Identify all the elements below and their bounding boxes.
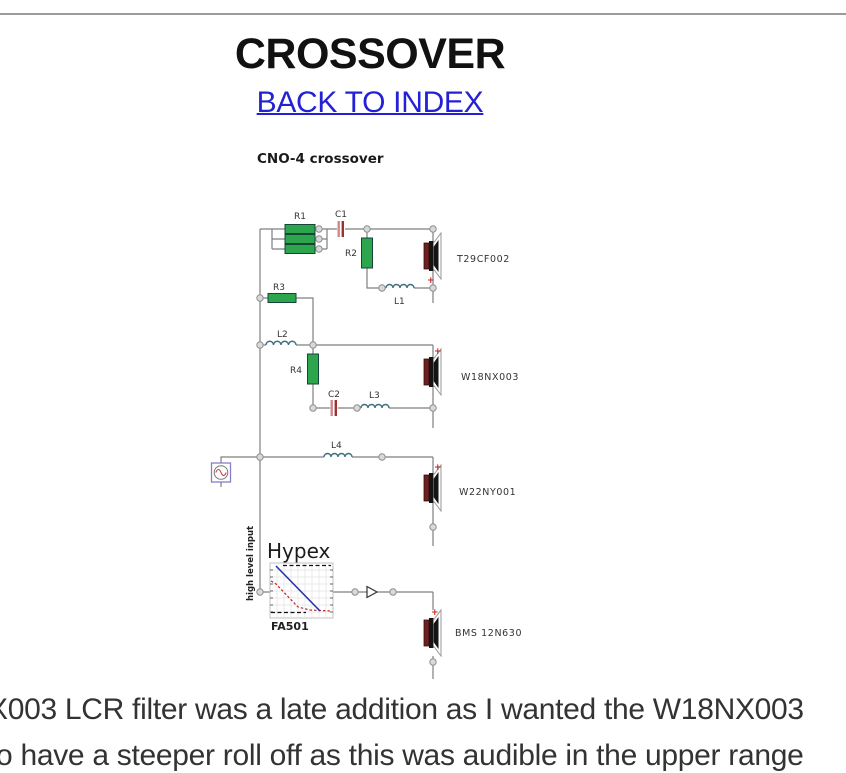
label-midrange: W18NX003 — [461, 372, 519, 383]
page-title: CROSSOVER — [234, 30, 506, 78]
buffer-triangle-icon — [366, 585, 379, 599]
body-paragraph-line-1: X003 LCR filter was a late addition as I… — [0, 693, 804, 726]
ground-source-icon — [216, 487, 226, 491]
ground-woofer-icon — [427, 546, 439, 551]
ground-tweeter-icon — [427, 303, 439, 308]
label-l1: L1 — [394, 297, 405, 307]
ground-midrange-icon — [427, 428, 439, 433]
label-c2: C2 — [328, 390, 340, 400]
resistor-r3 — [267, 293, 297, 303]
polarity-midrange: + — [434, 347, 442, 357]
header-divider — [0, 13, 846, 15]
ac-source-icon — [210, 462, 232, 483]
label-r3: R3 — [273, 283, 285, 293]
inductor-l4 — [323, 452, 353, 458]
label-woofer: W22NY001 — [459, 487, 516, 498]
label-c1: C1 — [335, 210, 347, 220]
resistor-r1 — [284, 224, 316, 254]
inductor-l1 — [385, 283, 415, 289]
back-to-index-link[interactable]: BACK TO INDEX — [256, 86, 484, 119]
polarity-woofer: + — [434, 463, 442, 473]
label-tweeter: T29CF002 — [456, 254, 510, 265]
inductor-l2 — [265, 340, 297, 346]
schematic-wires — [220, 228, 434, 679]
diagram-title: CNO-4 crossover — [257, 151, 384, 167]
hypex-response-graph — [269, 562, 334, 619]
label-l4: L4 — [331, 441, 342, 451]
label-r1: R1 — [294, 212, 306, 222]
body-paragraph-line-2: to have a steeper roll off as this was a… — [0, 739, 804, 772]
label-r2: R2 — [345, 249, 357, 259]
label-l3: L3 — [369, 391, 380, 401]
polarity-subwoofer: + — [431, 608, 439, 618]
amp-model-label: FA501 — [271, 620, 309, 633]
crossover-schematic: + + + + R1 C1 R2 L1 R3 L2 R4 C2 L3 L4 — [210, 210, 522, 684]
high-level-input-label: high level input — [246, 525, 256, 601]
capacitor-c2 — [330, 400, 337, 416]
capacitor-c1 — [337, 221, 344, 237]
ground-subwoofer-icon — [427, 679, 439, 684]
label-r4: R4 — [290, 366, 302, 376]
polarity-tweeter: + — [427, 276, 435, 286]
junction-nodes — [256, 225, 437, 666]
label-subwoofer: BMS 12N630 — [455, 628, 522, 639]
resistor-r2 — [361, 237, 373, 269]
amp-brand-label: Hypex — [267, 539, 331, 563]
label-l2: L2 — [277, 330, 288, 340]
resistor-r4 — [307, 353, 319, 385]
inductor-l3 — [360, 403, 390, 409]
